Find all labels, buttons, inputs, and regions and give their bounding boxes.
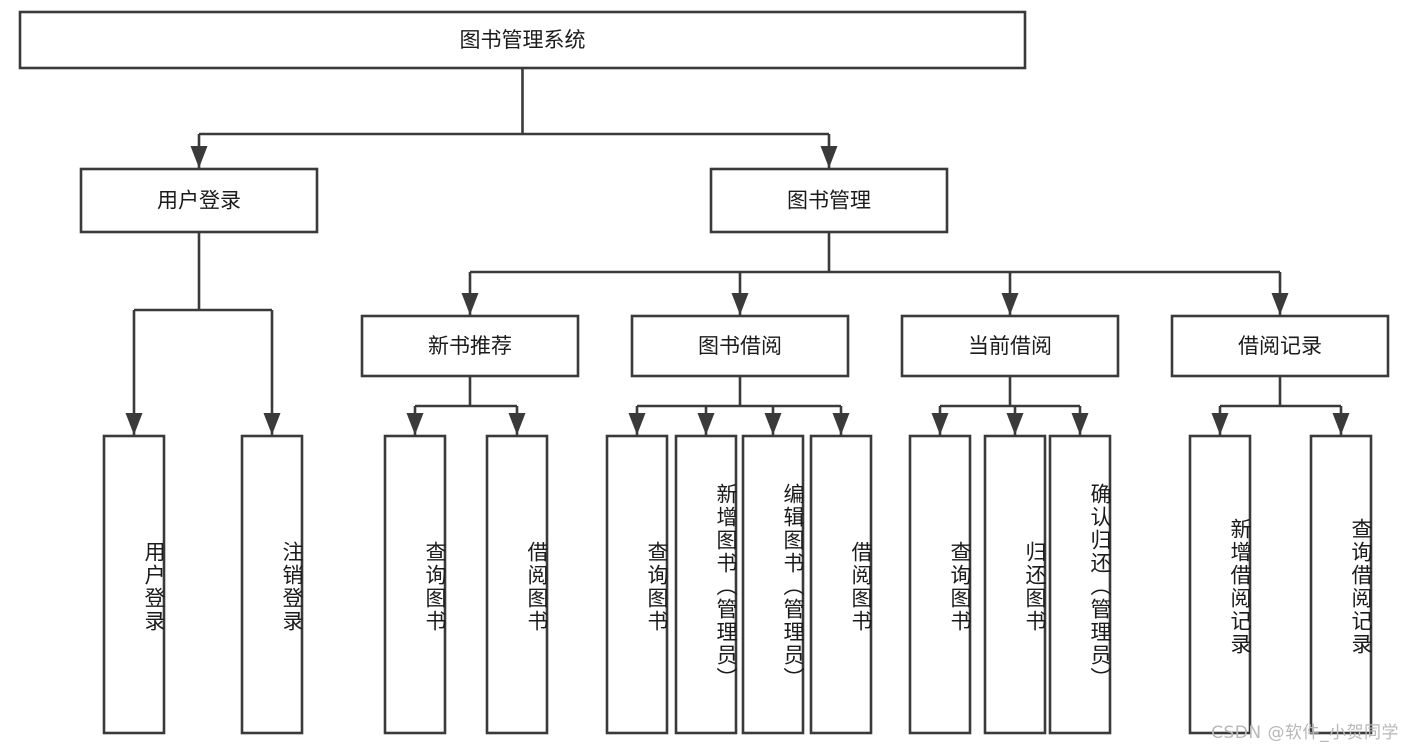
watermark-text: CSDN @软件_小贺同学 bbox=[1211, 723, 1399, 743]
node-leaf-borrow-book-bb-rect[interactable] bbox=[809, 434, 873, 735]
node-leaf-return-book-rect[interactable] bbox=[983, 434, 1047, 735]
node-leaf-add-record-rect[interactable] bbox=[1188, 434, 1252, 735]
node-leaf-query-book-cb-rect[interactable] bbox=[908, 434, 972, 735]
root-arrow-1 bbox=[820, 146, 838, 168]
node-borrow-record[interactable]: 借阅记录 bbox=[1170, 314, 1390, 378]
bookmgmt-arrow-0 bbox=[461, 293, 479, 315]
node-current-borrow[interactable]: 当前借阅 bbox=[900, 314, 1120, 378]
node-user-login-rect[interactable] bbox=[79, 167, 319, 234]
node-leaf-query-record-rect[interactable] bbox=[1309, 434, 1373, 735]
node-book-management-rect[interactable] bbox=[709, 167, 949, 234]
bookmgmt-arrow-1 bbox=[731, 293, 749, 315]
userlogin-arrow-0 bbox=[125, 413, 143, 435]
node-leaf-edit-book[interactable] bbox=[741, 434, 805, 735]
l3-current-borrow-arrow-1 bbox=[1006, 413, 1024, 435]
node-leaf-user-login-rect[interactable] bbox=[102, 434, 166, 735]
l3-book-borrow-arrow-0 bbox=[628, 413, 646, 435]
node-new-book-recommend-rect[interactable] bbox=[360, 314, 580, 378]
node-leaf-add-book-rect[interactable] bbox=[674, 434, 738, 735]
userlogin-arrow-1 bbox=[263, 413, 281, 435]
node-book-borrow-rect[interactable] bbox=[630, 314, 850, 378]
bookmgmt-arrow-2 bbox=[1001, 293, 1019, 315]
l3-borrow-record-arrow-0 bbox=[1211, 413, 1229, 435]
node-new-book-recommend[interactable]: 新书推荐 bbox=[360, 314, 580, 378]
node-leaf-query-book-nbr-rect[interactable] bbox=[383, 434, 447, 735]
node-leaf-confirm-return[interactable] bbox=[1048, 434, 1112, 735]
node-book-management-label: 图书管理 bbox=[787, 189, 871, 213]
node-leaf-user-logout[interactable] bbox=[240, 434, 304, 735]
l3-book-borrow-arrow-3 bbox=[832, 413, 850, 435]
node-leaf-borrow-book-nbr[interactable] bbox=[485, 434, 549, 735]
node-user-login-label: 用户登录 bbox=[157, 189, 241, 213]
node-leaf-confirm-return-rect[interactable] bbox=[1048, 434, 1112, 735]
l3-new-book-recommend-arrow-1 bbox=[508, 413, 526, 435]
l3-book-borrow-arrow-1 bbox=[697, 413, 715, 435]
node-current-borrow-label: 当前借阅 bbox=[968, 334, 1052, 358]
node-user-login[interactable]: 用户登录 bbox=[79, 167, 319, 234]
node-borrow-record-label: 借阅记录 bbox=[1238, 334, 1322, 358]
node-leaf-add-record[interactable] bbox=[1188, 434, 1252, 735]
root-arrow-0 bbox=[190, 146, 208, 168]
node-book-borrow-label: 图书借阅 bbox=[698, 334, 782, 358]
node-new-book-recommend-label: 新书推荐 bbox=[428, 334, 512, 358]
node-leaf-borrow-book-bb[interactable] bbox=[809, 434, 873, 735]
node-leaf-borrow-book-nbr-rect[interactable] bbox=[485, 434, 549, 735]
node-book-borrow[interactable]: 图书借阅 bbox=[630, 314, 850, 378]
node-leaf-query-record[interactable] bbox=[1309, 434, 1373, 735]
node-leaf-query-book-bb[interactable] bbox=[605, 434, 669, 735]
node-leaf-user-logout-rect[interactable] bbox=[240, 434, 304, 735]
l3-new-book-recommend-arrow-0 bbox=[406, 413, 424, 435]
node-leaf-edit-book-rect[interactable] bbox=[741, 434, 805, 735]
bookmgmt-arrow-3 bbox=[1271, 293, 1289, 315]
connector-lines bbox=[125, 68, 1350, 435]
node-leaf-query-book-bb-rect[interactable] bbox=[605, 434, 669, 735]
node-leaf-user-login[interactable] bbox=[102, 434, 166, 735]
node-current-borrow-rect[interactable] bbox=[900, 314, 1120, 378]
node-leaf-query-book-nbr[interactable] bbox=[383, 434, 447, 735]
node-borrow-record-rect[interactable] bbox=[1170, 314, 1390, 378]
l3-current-borrow-arrow-0 bbox=[931, 413, 949, 435]
node-leaf-add-book[interactable] bbox=[674, 434, 738, 735]
l3-borrow-record-arrow-1 bbox=[1332, 413, 1350, 435]
node-root-rect[interactable] bbox=[18, 10, 1027, 70]
node-root[interactable]: 图书管理系统 bbox=[18, 10, 1027, 70]
l3-book-borrow-arrow-2 bbox=[764, 413, 782, 435]
node-root-label: 图书管理系统 bbox=[460, 28, 586, 52]
node-leaf-return-book[interactable] bbox=[983, 434, 1047, 735]
l3-current-borrow-arrow-2 bbox=[1071, 413, 1089, 435]
node-leaf-query-book-cb[interactable] bbox=[908, 434, 972, 735]
node-book-management[interactable]: 图书管理 bbox=[709, 167, 949, 234]
